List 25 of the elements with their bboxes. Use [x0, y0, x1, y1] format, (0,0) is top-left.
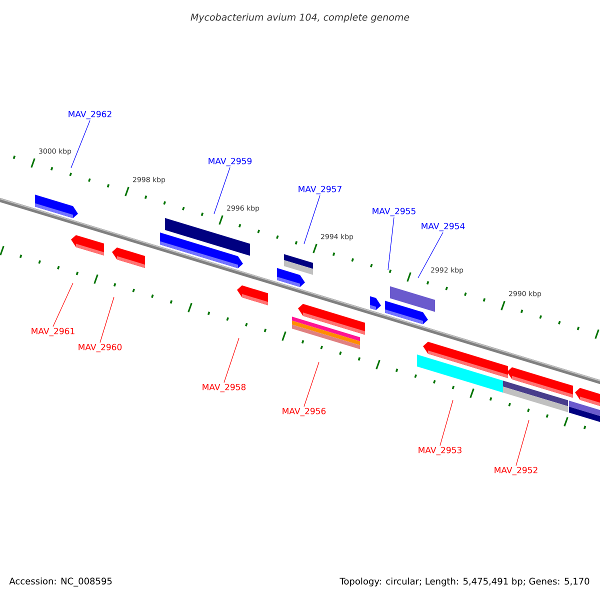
gene-label: MAV_2959: [208, 158, 252, 166]
leader-line: [224, 338, 240, 383]
leader-line: [388, 217, 394, 270]
gene-label: MAV_2957: [298, 186, 342, 194]
footer-text: Accession: NC_008595: [9, 578, 112, 586]
gene-label: MAV_2955: [372, 208, 416, 216]
gene-label: MAV_2958: [202, 384, 246, 392]
footer-text: Topology: circular; Length: 5,475,491 bp; Genes: 5,170: [340, 578, 590, 586]
leader-line: [304, 195, 320, 244]
leader-line: [214, 167, 230, 214]
gene-label: MAV_2953: [418, 446, 462, 456]
gene-label: MAV_2952: [494, 466, 538, 476]
gene-label: MAV_2961: [32, 328, 74, 336]
leader-line: [100, 296, 114, 343]
title: Mycobacterium avium 104, complete genome: [190, 13, 410, 23]
leader-line: [418, 232, 444, 278]
leader-line: [516, 420, 530, 466]
leader-line: [52, 282, 74, 327]
leader-line: [440, 400, 454, 446]
leader-line: [70, 120, 90, 168]
gene-label: MAV_2962: [68, 110, 112, 120]
gene-label: MAV_2954: [422, 222, 465, 232]
gene-label: MAV_2956: [282, 408, 326, 416]
gene-label: MAV_2960: [78, 344, 122, 352]
leader-line: [304, 362, 320, 407]
